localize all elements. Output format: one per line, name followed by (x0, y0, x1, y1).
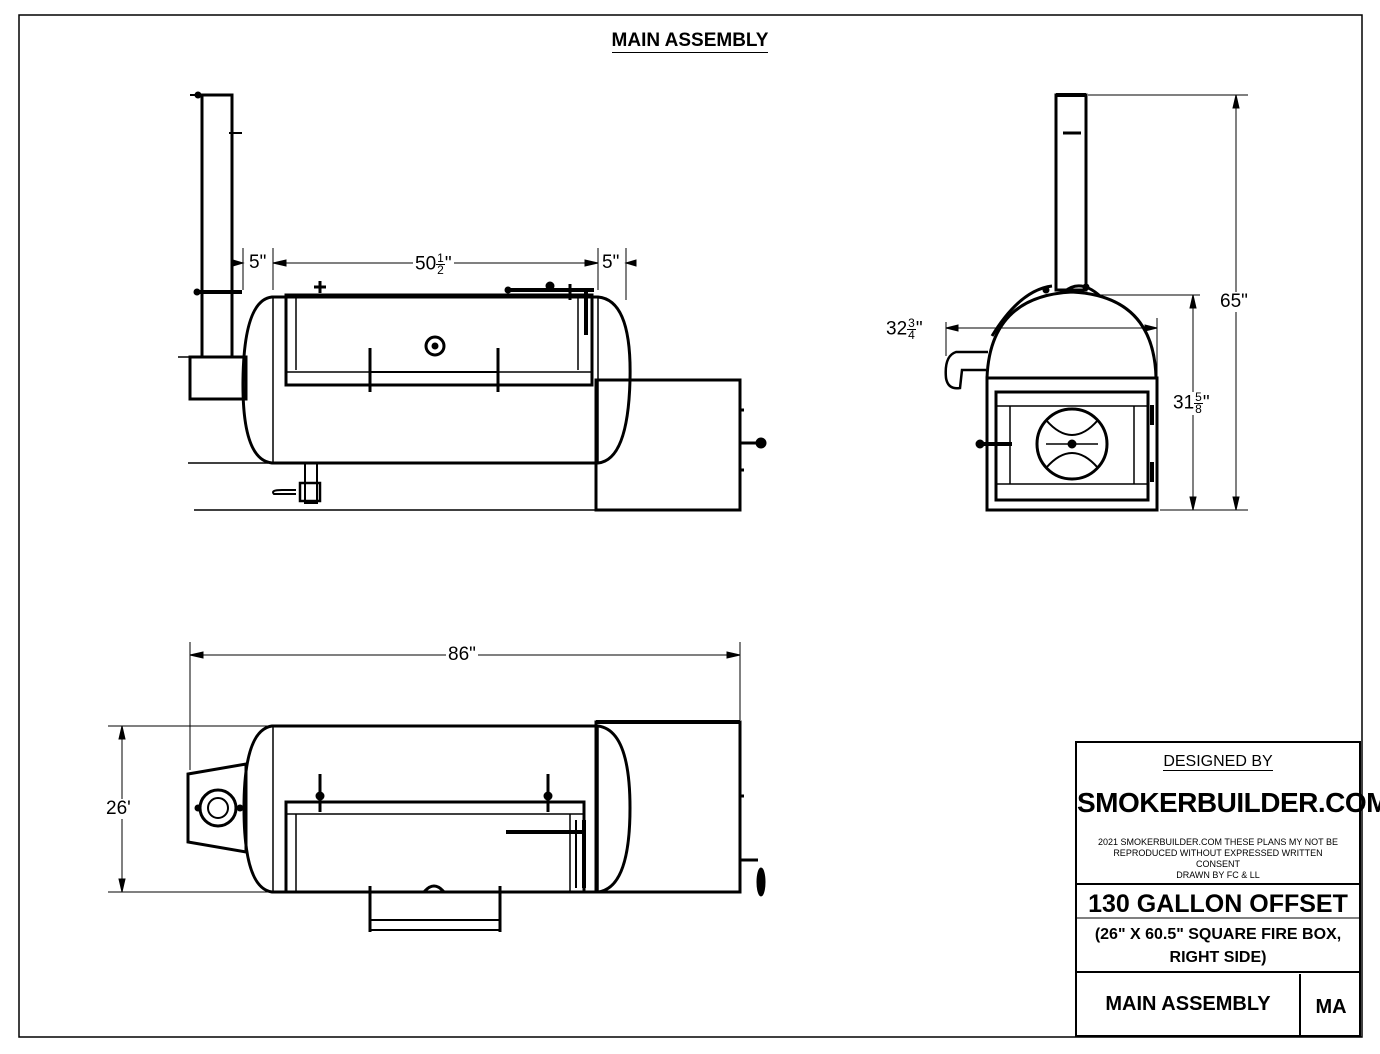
side-tank (241, 295, 632, 465)
side-chimney-base (188, 355, 248, 401)
end-dome (985, 290, 1158, 379)
dim-top-width: 26' (104, 798, 133, 819)
company-name: SMOKERBUILDER.COM (1077, 787, 1380, 818)
top-cook-door (284, 800, 586, 894)
title-block-lines (1075, 883, 1361, 973)
top-dimensions (108, 642, 741, 893)
title-block: DESIGNED BY SMOKERBUILDER.COM 2021 SMOKE… (1075, 741, 1380, 1037)
end-air-intake (1035, 407, 1109, 481)
top-chimney-bracket (186, 762, 248, 854)
plan-subtitle: (26" X 60.5" SQUARE FIRE BOX, RIGHT SIDE… (1094, 926, 1342, 966)
dim-side-right-gap: 5" (600, 252, 622, 273)
side-cook-door (284, 293, 594, 387)
side-view (178, 91, 767, 512)
dim-top-overall-length: 86" (446, 644, 478, 665)
top-firebox (594, 720, 742, 894)
sheet-code: MA (1315, 996, 1347, 1018)
plan-title: 130 GALLON OFFSET (1088, 890, 1348, 918)
dim-end-total-height: 65" (1218, 291, 1250, 312)
end-dimensions (945, 94, 1248, 511)
drawing-title: MAIN ASSEMBLY (611, 30, 769, 53)
side-thermometer (424, 335, 446, 357)
side-firebox-handle (755, 437, 767, 449)
sheet-name: MAIN ASSEMBLY (1105, 993, 1271, 1015)
side-firebox (594, 378, 742, 512)
title-block-divider (1299, 974, 1301, 1037)
top-tank (242, 724, 632, 894)
end-chimney-elbow (944, 350, 988, 390)
copyright-note: 2021 SMOKERBUILDER.COM THESE PLANS MY NO… (1097, 837, 1339, 880)
top-view (186, 720, 766, 932)
top-firebox-handle (756, 867, 766, 897)
sheet-border (18, 14, 1363, 1038)
side-chimney (200, 93, 234, 359)
dim-side-left-gap: 5" (247, 252, 269, 273)
end-view (944, 93, 1159, 512)
designed-by-label: DESIGNED BY (1163, 753, 1273, 771)
end-chimney (1054, 93, 1088, 292)
